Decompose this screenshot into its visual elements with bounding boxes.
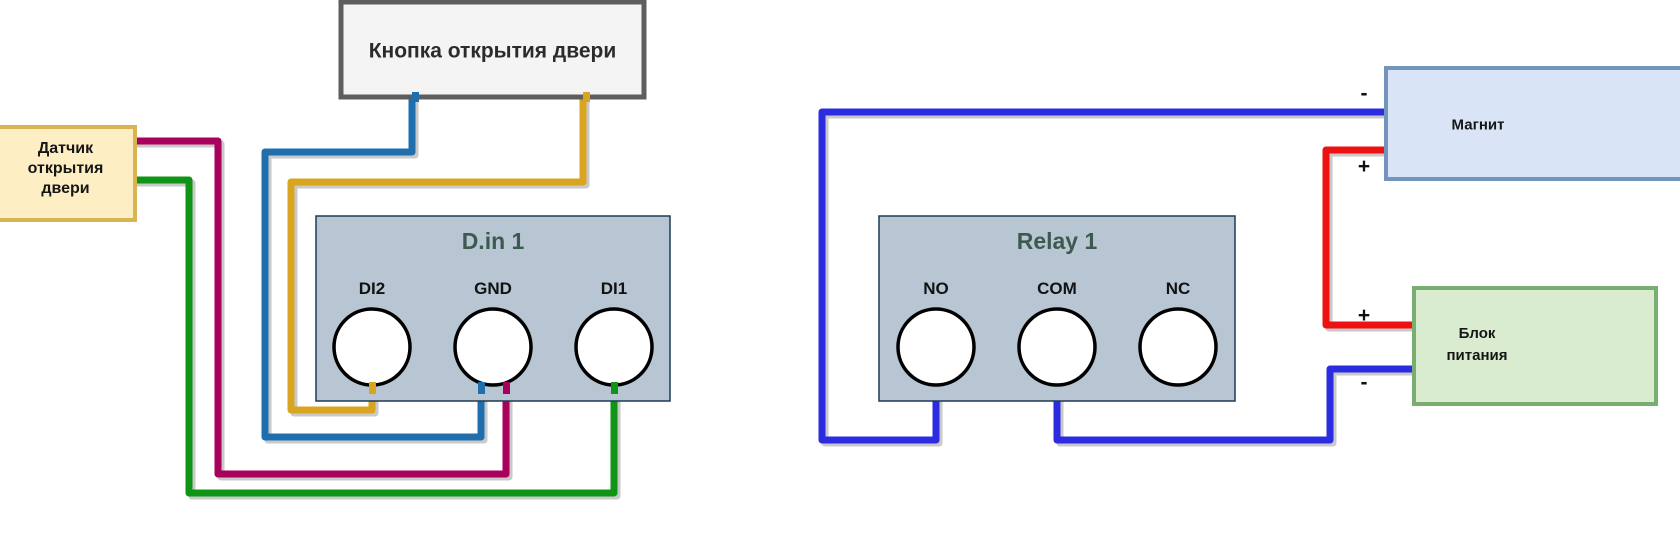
stub-di1: [611, 382, 618, 394]
psu-plus: +: [1358, 304, 1370, 327]
door-sensor-label-line-1: открытия: [28, 160, 104, 177]
terminal-circle-din1-di1[interactable]: [574, 307, 654, 387]
polarity-label-layer: - + + -: [1358, 82, 1370, 394]
power-supply-label-line-0: Блок: [1459, 325, 1496, 342]
stub-gnd-crimson: [503, 382, 510, 394]
wire-button-right-to-di2-stroke: [287, 96, 587, 414]
terminal-label-relay1-2: NC: [1166, 279, 1191, 298]
terminal-circle-relay1-nc[interactable]: [1138, 307, 1218, 387]
magnet-plus: +: [1358, 155, 1370, 178]
terminal-block-din1: D.in 1 DI2 GND DI1: [315, 215, 671, 402]
wire-com-to-psu-minus: [1053, 365, 1417, 447]
door-sensor-label-line-0: Датчик: [38, 140, 94, 157]
magnet-box: Магнит: [1384, 66, 1680, 181]
power-supply-box: Блок питания: [1412, 286, 1658, 406]
door-button-label: Кнопка открытия двери: [369, 40, 617, 63]
terminal-label-din1-0: DI2: [359, 279, 385, 298]
wire-sensor-to-di1: [129, 176, 621, 500]
wire-magnet-minus-to-no-stroke: [818, 108, 1386, 444]
block-title-din1: D.in 1: [462, 228, 525, 254]
terminal-circle-relay1-com[interactable]: [1017, 307, 1097, 387]
stub-di2: [369, 382, 376, 394]
wire-sensor-to-gnd-stroke: [129, 137, 510, 478]
wire-button-left-to-gnd: [261, 96, 488, 444]
wire-button-right-to-di2: [287, 96, 590, 417]
door-sensor-box: Датчик открытия двери: [0, 125, 137, 222]
wire-button-left-to-gnd-stroke: [261, 96, 485, 441]
block-title-relay1: Relay 1: [1017, 228, 1098, 254]
wire-sensor-to-di1-stroke: [129, 176, 618, 497]
wire-magnet-plus-to-psu-plus-stroke: [1322, 146, 1414, 329]
wire-stub-layer: [369, 92, 618, 394]
terminal-circle-din1-di2[interactable]: [332, 307, 412, 387]
wire-magnet-minus-to-no: [818, 108, 1389, 447]
terminal-label-din1-1: GND: [474, 279, 512, 298]
wire-magnet-plus-to-psu-plus: [1322, 146, 1417, 332]
terminal-block-relay1: Relay 1 NO COM NC: [878, 215, 1236, 402]
wire-layer: [129, 96, 1417, 500]
stub-button-left: [412, 92, 419, 102]
door-sensor-rect: [0, 125, 137, 222]
wire-sensor-to-gnd: [129, 137, 513, 481]
power-supply-rect: [1412, 286, 1658, 406]
wire-com-to-psu-minus-stroke: [1053, 365, 1414, 444]
stub-gnd-blue: [478, 382, 485, 394]
terminal-label-relay1-0: NO: [923, 279, 949, 298]
door-button-box: Кнопка открытия двери: [338, 0, 647, 100]
magnet-rect: [1384, 66, 1680, 181]
stub-button-right: [583, 92, 590, 102]
terminal-circle-din1-gnd[interactable]: [453, 307, 533, 387]
terminal-circle-relay1-no[interactable]: [896, 307, 976, 387]
psu-minus: -: [1361, 371, 1368, 394]
power-supply-label-line-1: питания: [1446, 347, 1507, 364]
door-button-rect: [338, 0, 647, 100]
magnet-minus: -: [1361, 82, 1368, 105]
magnet-label: Магнит: [1452, 117, 1505, 134]
terminal-label-din1-2: DI1: [601, 279, 627, 298]
terminal-label-relay1-1: COM: [1037, 279, 1077, 298]
door-sensor-label-line-2: двери: [41, 180, 89, 197]
